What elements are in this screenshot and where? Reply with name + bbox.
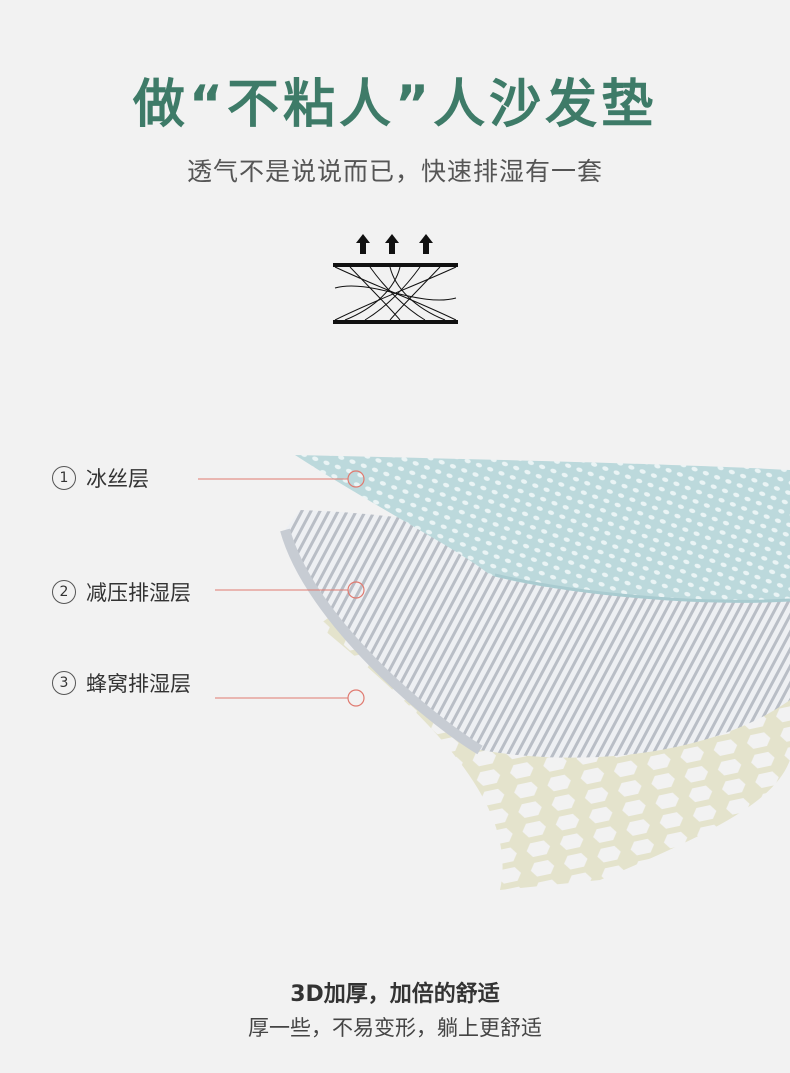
footer-subtext: 厚一些，不易变形，躺上更舒适 bbox=[248, 1016, 542, 1040]
breathable-fabric-icon bbox=[330, 228, 460, 328]
layer-name: 减压排湿层 bbox=[86, 581, 191, 605]
layer-label-pressure-relief: 2 减压排湿层 bbox=[52, 577, 191, 607]
layer-name: 蜂窝排湿层 bbox=[86, 672, 191, 696]
layer-number: 2 bbox=[52, 580, 76, 604]
footer-headline: 3D加厚，加倍的舒适 bbox=[290, 982, 500, 1007]
layer-label-honeycomb: 3 蜂窝排湿层 bbox=[52, 668, 191, 698]
page-title: 做“不粘人”人沙发垫 bbox=[132, 75, 658, 135]
layer-name: 冰丝层 bbox=[86, 467, 149, 491]
layer-label-ice-silk: 1 冰丝层 bbox=[52, 463, 149, 493]
mattress-layers-illustration bbox=[0, 360, 790, 920]
layer-number: 3 bbox=[52, 671, 76, 695]
layer-number: 1 bbox=[52, 466, 76, 490]
page-subtitle: 透气不是说说而已，快速排湿有一套 bbox=[186, 157, 603, 186]
